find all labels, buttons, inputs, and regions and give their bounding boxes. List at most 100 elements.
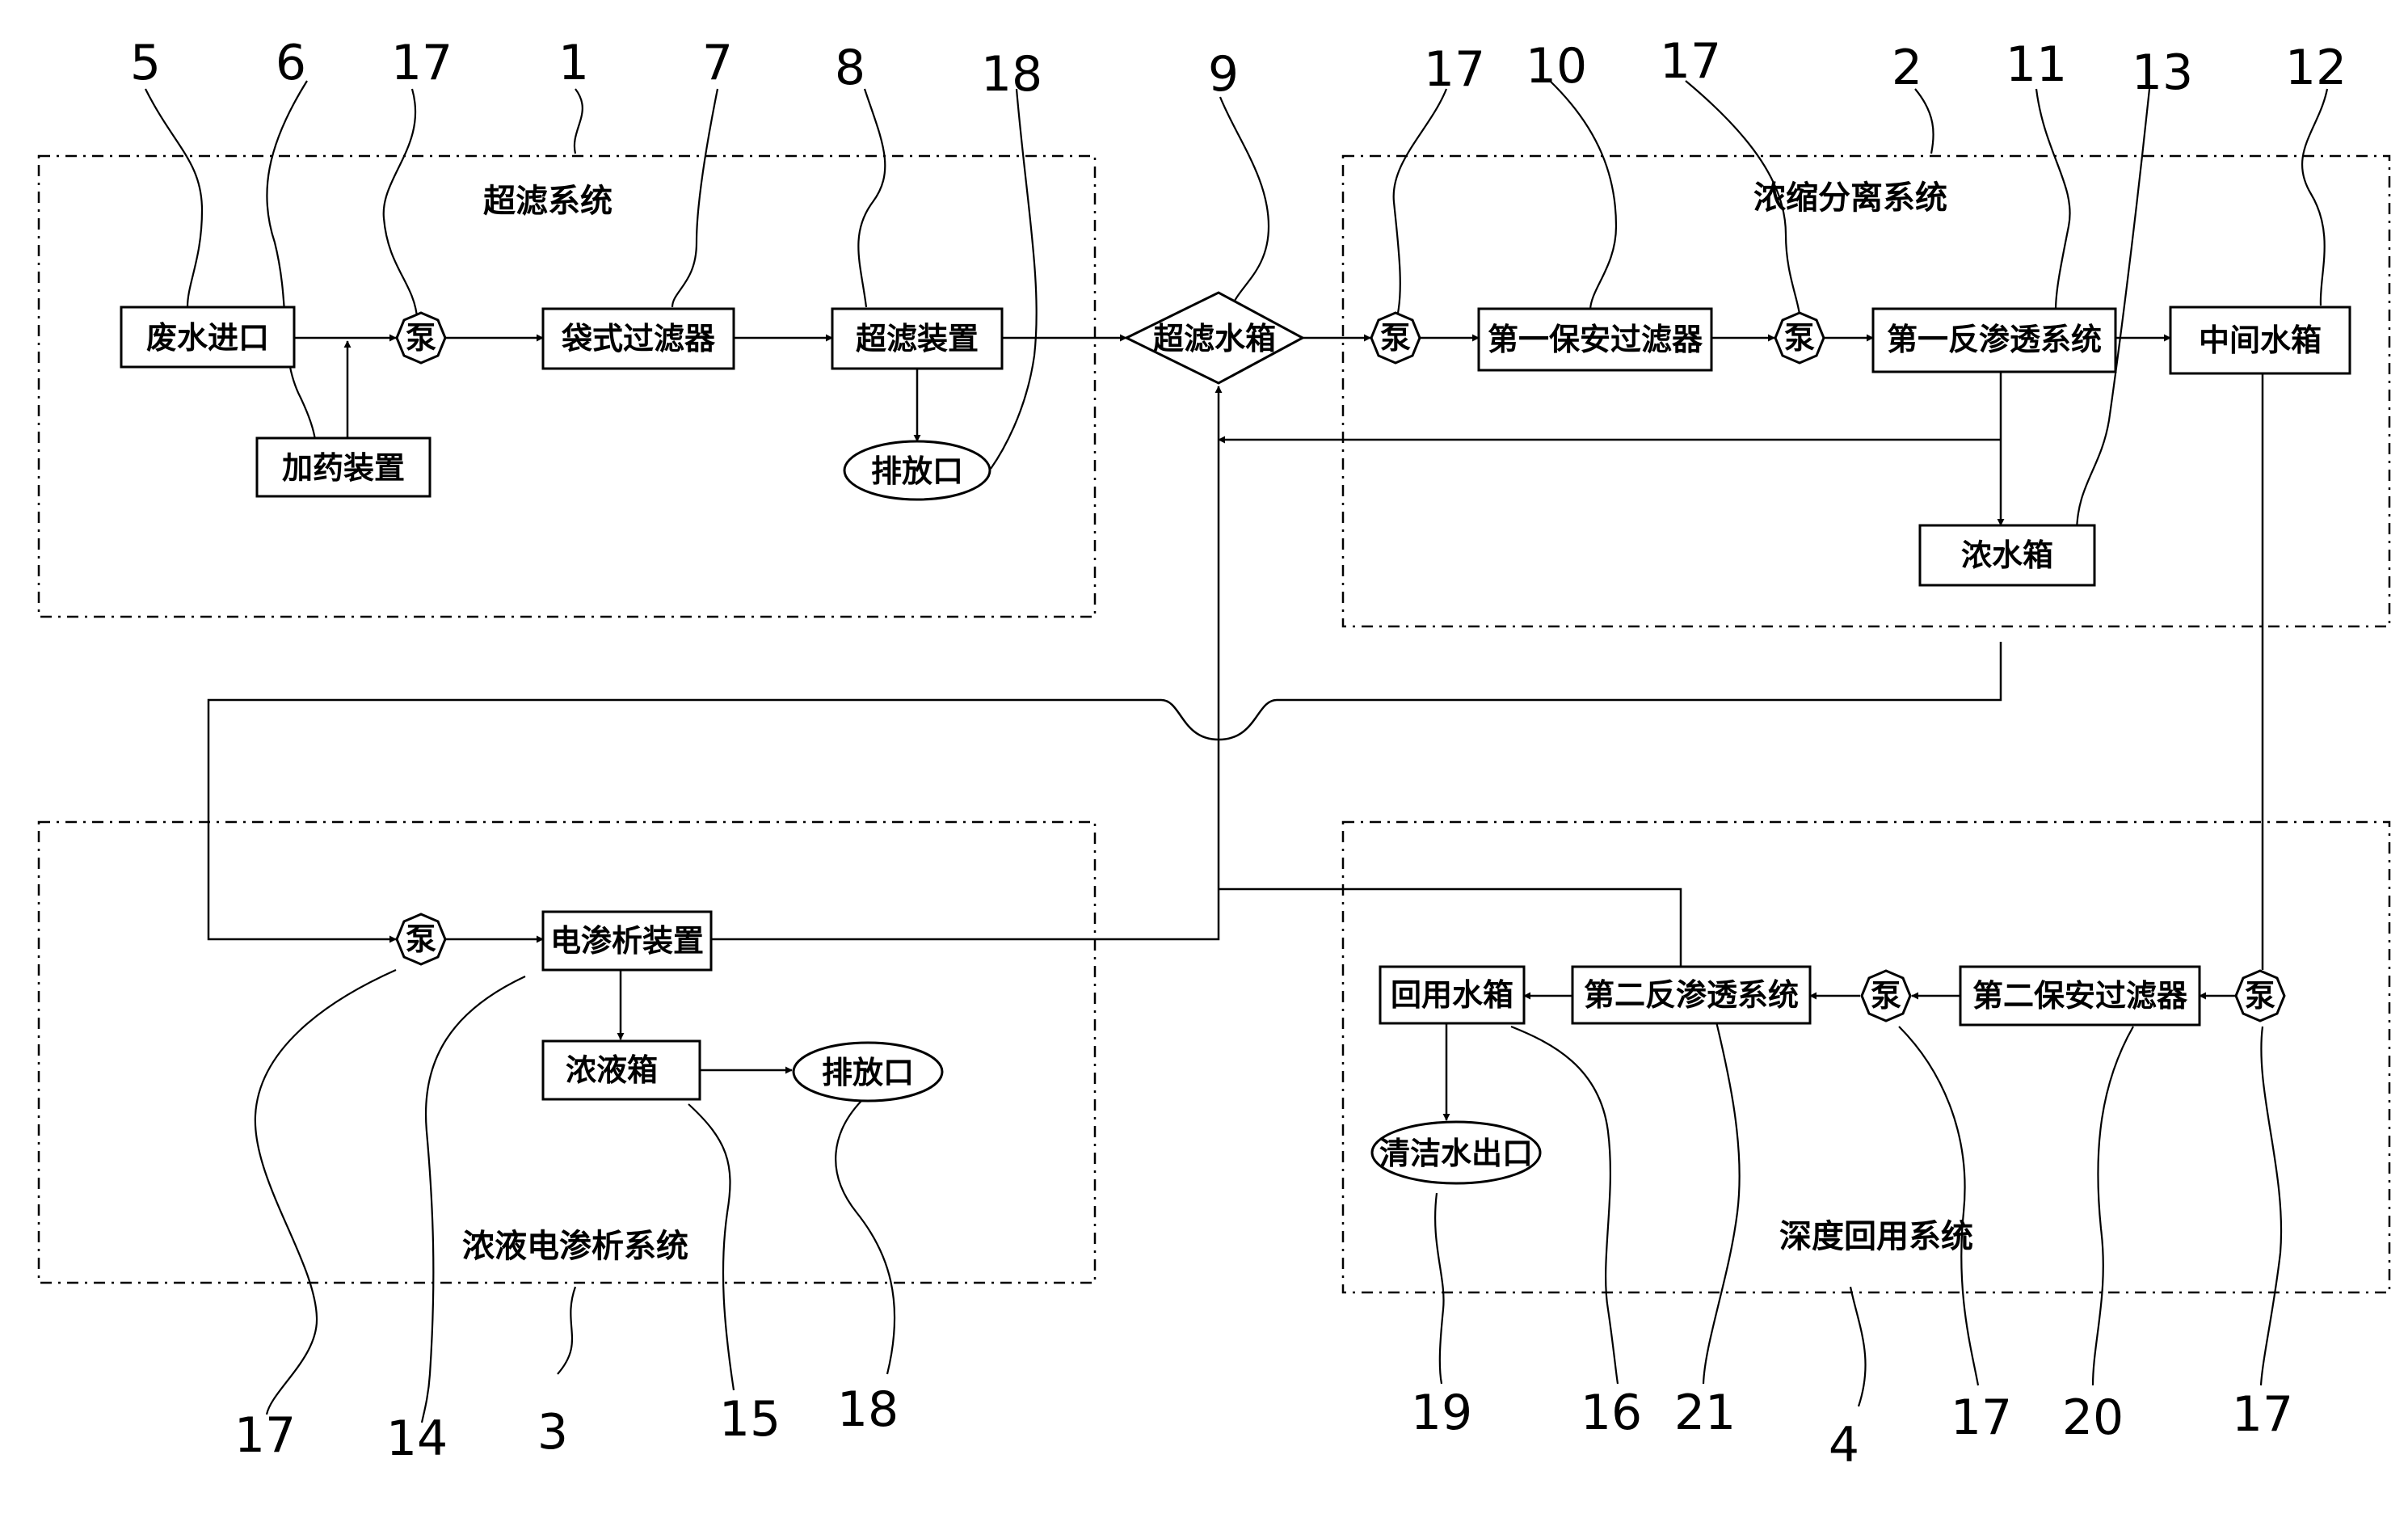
leader-15 [688,1103,735,1391]
leader-4 [1849,1286,1867,1407]
clean-water-outlet-oval [1370,1120,1542,1185]
bag-filter-label: 袋式过滤器 [561,321,716,356]
reuse-tank-label: 回用水箱 [1391,977,1513,1013]
leader-19 [1434,1192,1445,1385]
ref-number-18: 18 [837,1381,899,1438]
ref-number-8: 8 [835,40,865,96]
uf-device-label: 超滤装置 [856,321,979,356]
concentrate-liquid-tank-label: 浓液箱 [566,1052,658,1088]
ref-number-14: 14 [386,1410,448,1467]
intermediate-tank-box [2169,306,2351,375]
pump-icon [395,913,447,966]
uf-tank-diamond [1123,291,1306,385]
discharge-outlet-label-1: 排放口 [871,453,963,489]
leader-1 [573,88,583,154]
security-filter-2-box [1959,965,2201,1027]
leader-12 [2301,88,2329,306]
leader-8 [857,88,886,308]
reuse-system-frame [1341,820,2391,1294]
ref-number-5: 5 [130,35,161,91]
leader-3 [557,1286,577,1375]
ref-number-7: 7 [702,35,733,91]
ref-number-4: 4 [1829,1417,1859,1474]
concentrate-tank-box [1918,524,2096,587]
pump-label: 泵 [1380,320,1411,356]
ref-number-16: 16 [1581,1385,1642,1441]
ref-number-17: 17 [2232,1386,2293,1443]
pump-label: 泵 [1784,320,1815,356]
ro-system-1-label: 第一反渗透系统 [1887,322,2102,357]
ref-number-19: 19 [1411,1385,1472,1441]
concentrate-liquid-tank-box [541,1039,701,1101]
pump-label: 泵 [406,320,436,356]
dosing-device-box [255,436,432,498]
ref-number-17: 17 [391,35,453,91]
pump-label: 泵 [1871,978,1901,1014]
leader-17c [1685,80,1802,321]
ref-number-21: 21 [1674,1385,1736,1441]
ref-number-17: 17 [234,1407,296,1464]
pump-icon [1370,311,1421,365]
leader-14 [420,976,526,1423]
leader-17d [254,968,397,1415]
discharge-outlet-oval-2 [792,1041,944,1103]
leader-20 [2091,1026,2134,1386]
leader-18a [990,88,1038,470]
leader-5 [145,88,204,308]
leader-17e [1898,1026,1980,1386]
pump-label: 泵 [406,921,436,957]
pump-label: 泵 [2245,978,2275,1014]
security-filter-1-box [1477,307,1713,372]
leader-13 [2075,88,2151,534]
discharge-outlet-oval-1 [843,440,991,501]
flow-concentrate-tank-to-ed [207,642,2002,943]
uf-device-box [831,307,1004,370]
ref-number-17: 17 [1424,41,1485,98]
ro-system-2-box [1571,965,1812,1025]
leader-10 [1549,80,1618,311]
pump-icon [1774,311,1825,365]
ref-number-11: 11 [2006,36,2067,93]
flow-ro-2-concentrate-return [1219,887,1682,978]
leader-17a [382,88,419,318]
bag-filter-box [541,307,735,370]
uf-system-frame [37,154,1097,618]
ref-number-10: 10 [1526,38,1587,95]
ref-number-1: 1 [558,35,589,91]
ref-number-20: 20 [2062,1389,2124,1446]
ed-system-title: 浓液电渗析系统 [462,1228,688,1265]
ref-number-9: 9 [1208,46,1239,103]
discharge-outlet-label-2: 排放口 [822,1055,914,1090]
security-filter-1-label: 第一保安过滤器 [1488,322,1703,357]
clean-water-outlet-label: 清洁水出口 [1379,1136,1533,1171]
uf-tank-label: 超滤水箱 [1153,321,1276,356]
leader-16 [1510,1025,1619,1385]
intermediate-tank-label: 中间水箱 [2199,323,2322,358]
ed-system-frame [37,820,1097,1284]
concentrate-system-title: 浓缩分离系统 [1753,179,1947,217]
wastewater-inlet-label: 废水进口 [146,320,269,356]
leader-18b [835,1100,896,1375]
leader-17b [1392,88,1448,321]
pump-icon [1860,969,1912,1022]
ref-number-2: 2 [1892,40,1922,96]
leader-11 [2035,88,2071,311]
concentrate-tank-label: 浓水箱 [1961,538,2053,573]
ref-number-12: 12 [2285,40,2347,96]
leader-9 [1219,96,1270,301]
dosing-device-label: 加药装置 [282,450,405,486]
leader-17f [2259,1026,2283,1386]
ref-number-15: 15 [719,1391,781,1448]
leader-2 [1914,88,1934,154]
leader-7 [671,88,719,308]
ro-system-1-box [1871,307,2117,373]
ref-number-18: 18 [981,46,1042,103]
leader-21 [1702,1014,1741,1385]
wastewater-inlet-box [120,306,296,369]
concentrate-system-frame [1341,154,2391,628]
leader-6 [266,80,318,450]
ref-number-17: 17 [1660,33,1721,90]
flow-ed-to-uf-tank [711,386,1223,941]
pump-icon [395,311,447,365]
